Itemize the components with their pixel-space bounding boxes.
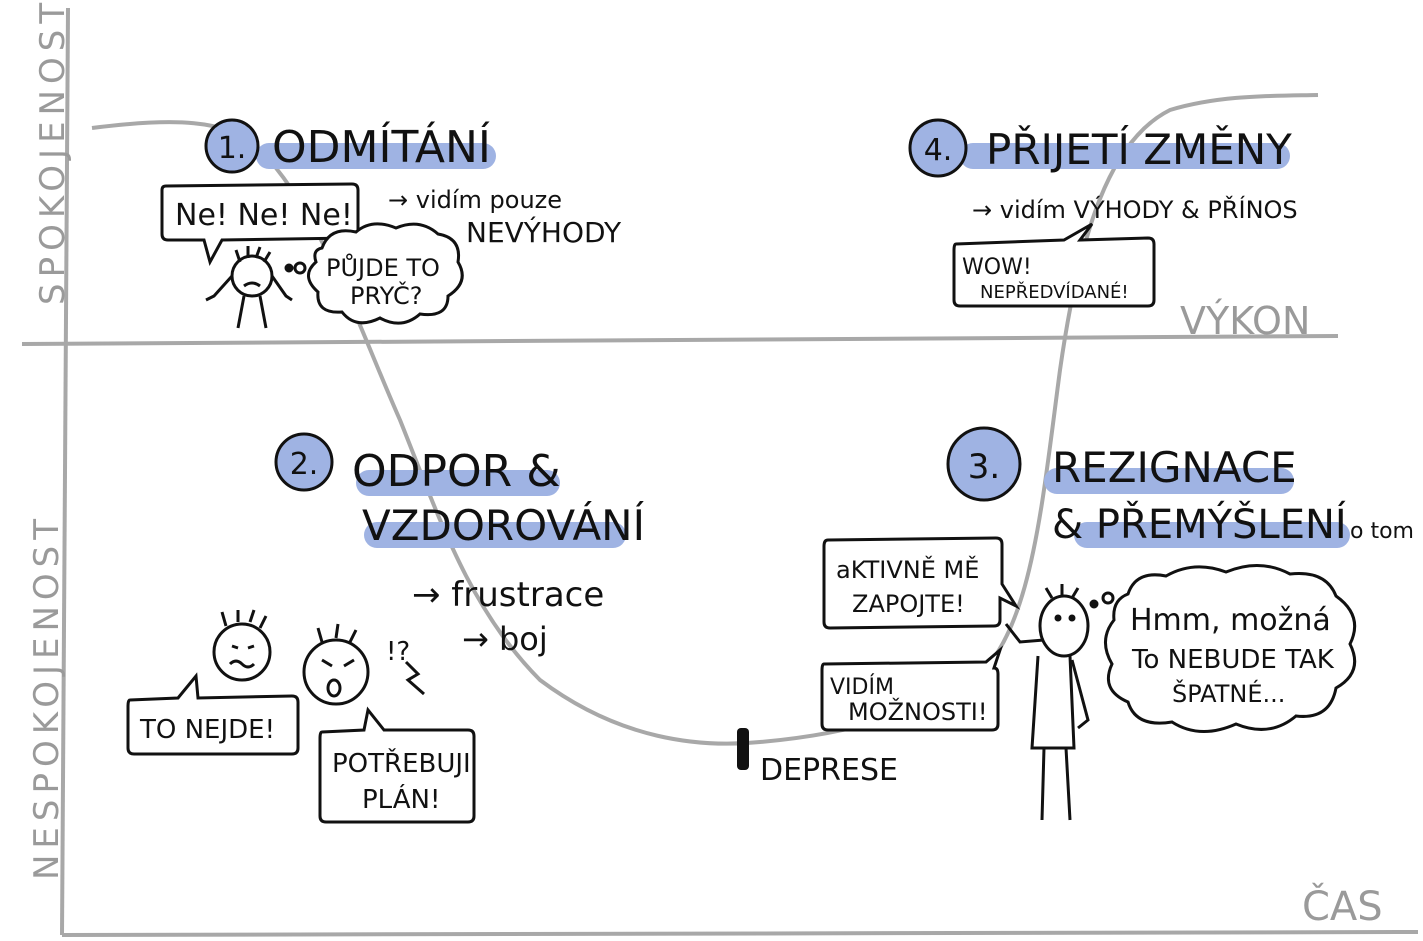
phase-2-note-1: → frustrace (412, 575, 604, 615)
pujde-text-2: PRYČ? (350, 280, 422, 310)
aktivne-bubble (822, 536, 1021, 630)
phase-3-title-2: & PŘEMÝŠLENÍ (1052, 500, 1347, 548)
phase-3-highlight-2 (1074, 522, 1350, 548)
phase-4-number: 4. (924, 133, 953, 168)
figure-denial (205, 246, 307, 329)
figure-angry (302, 623, 425, 706)
phase-3-number-circle (946, 426, 1022, 502)
nenene-text: Ne! Ne! Ne! (175, 198, 353, 233)
x-axis-label: ČAS (1302, 882, 1383, 930)
vidim-text-2: MOŽNOSTI! (848, 697, 987, 726)
aktivne-text-1: aKTIVNĚ MĚ (836, 555, 979, 584)
phase-1-number: 1. (218, 131, 247, 166)
hmm-text-3: ŠPATNÉ... (1172, 678, 1285, 708)
phase-3: 3. REZIGNACE & PŘEMÝŠLENÍ o tom aKTIVNĚ … (820, 426, 1414, 821)
potrebuji-text-2: PLÁN! (362, 783, 440, 815)
phase-2-title-1: ODPOR & (352, 446, 561, 497)
depression-marker (737, 728, 749, 770)
to-nejde-bubble (126, 672, 300, 756)
vidim-text-1: VIDÍM (830, 674, 894, 700)
phase-3-title-suffix: o tom (1350, 519, 1414, 544)
potrebuji-text-1: POTŘEBUJI (332, 747, 471, 779)
exclaim-marks: !? (386, 637, 410, 667)
figure-frustrated (212, 609, 272, 682)
phase-1-note-1: → vidím pouze (388, 186, 562, 214)
performance-line (21, 334, 1339, 346)
hmm-text-2: To NEBUDE TAK (1131, 645, 1335, 675)
phase-2: 2. ODPOR & VZDOROVÁNÍ → frustrace → boj … (126, 432, 645, 824)
wow-text-2: NEPŘEDVÍDANÉ! (980, 281, 1129, 303)
phase-1-title: ODMÍTÁNÍ (272, 120, 491, 173)
nenene-bubble (160, 182, 360, 266)
phase-3-number: 3. (968, 447, 1000, 487)
phase-2-note-2: → boj (462, 620, 548, 658)
depression-label: DEPRESE (760, 753, 898, 788)
pujde-text-1: PŮJDE TO (326, 252, 440, 282)
phase-2-highlight-2 (364, 522, 626, 548)
phase-4-number-circle (908, 118, 968, 178)
phase-1: 1. ODMÍTÁNÍ → vidím pouze NEVÝHODY Ne! N… (160, 118, 622, 329)
figure-thinking (1004, 584, 1115, 821)
phase-2-number: 2. (290, 447, 319, 482)
vidim-bubble (820, 645, 1004, 732)
phase-4-highlight (960, 143, 1290, 169)
phase-3-highlight-1 (1044, 468, 1294, 494)
wow-bubble (952, 222, 1156, 308)
pujde-thought-bubble (307, 222, 464, 325)
aktivne-text-2: ZAPOJTE! (852, 590, 965, 618)
x-axis-line (61, 930, 1419, 937)
hmm-text-1: Hmm, možná (1130, 603, 1331, 638)
phase-1-note-2: NEVÝHODY (466, 215, 622, 249)
y-axis-label-bottom: NESPOKOJENOST (27, 513, 67, 880)
phase-2-highlight-1 (356, 470, 560, 496)
phase-1-number-circle (204, 118, 260, 174)
phase-4-title: PŘIJETÍ ZMĚNY (986, 124, 1292, 174)
y-axis-line (60, 7, 70, 936)
phase-3-title-1: REZIGNACE (1052, 443, 1297, 492)
phase-4-note: → vidím VÝHODY & PŘÍNOS (972, 195, 1298, 224)
hmm-thought-bubble (1104, 563, 1357, 734)
wow-text-1: WOW! (962, 255, 1032, 280)
to-nejde-text: TO NEJDE! (139, 715, 275, 745)
potrebuji-bubble (318, 706, 476, 824)
phase-2-number-circle (274, 432, 334, 492)
performance-label: VÝKON (1180, 299, 1310, 343)
axes (21, 7, 1419, 937)
phase-1-highlight (256, 143, 496, 169)
phase-4: 4. PŘIJETÍ ZMĚNY → vidím VÝHODY & PŘÍNOS… (908, 118, 1298, 308)
y-axis-label-top: SPOKOJENOST (33, 0, 73, 305)
phase-2-title-2: VZDOROVÁNÍ (362, 500, 645, 550)
